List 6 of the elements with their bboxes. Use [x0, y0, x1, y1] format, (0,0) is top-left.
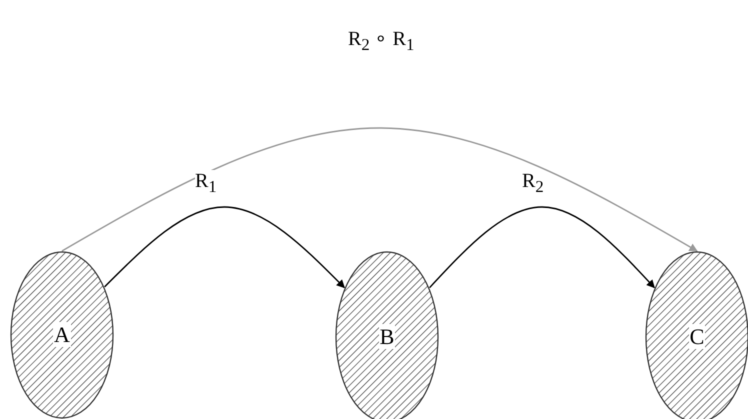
arrow — [429, 206, 655, 288]
arrow — [104, 206, 345, 288]
node-label: C — [688, 324, 706, 349]
arrow — [62, 127, 698, 252]
node-label: A — [53, 322, 71, 347]
node-label: B — [378, 324, 396, 349]
